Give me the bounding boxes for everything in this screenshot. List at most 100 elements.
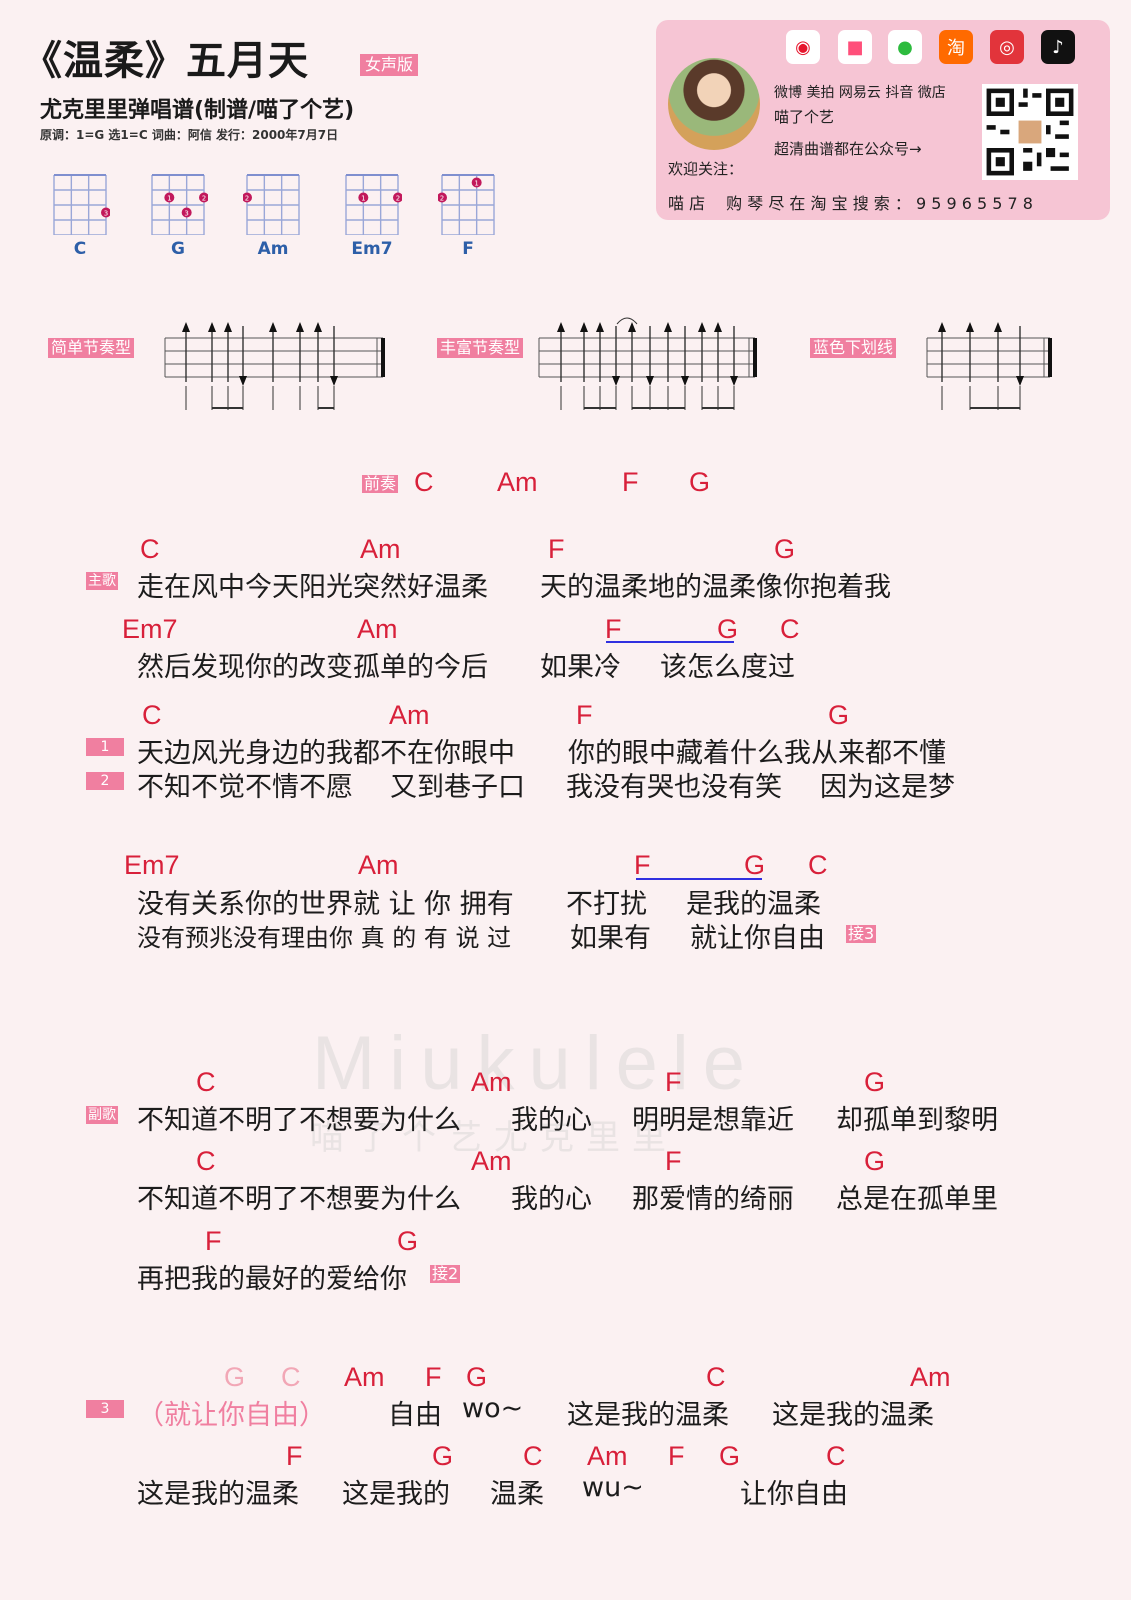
blue-underline xyxy=(636,878,762,880)
lyric-line: 不知道不明了不想要为什么 xyxy=(137,1105,461,1136)
chord-label: G xyxy=(719,1441,741,1471)
chord-label: Am xyxy=(471,1067,512,1097)
lyric-line: 不知不觉不情不愿 xyxy=(137,772,353,803)
lyric-line: 这是我的温柔 xyxy=(772,1400,934,1431)
strum-label-simple: 简单节奏型 xyxy=(48,338,135,358)
lyric-line: 却孤单到黎明 xyxy=(836,1105,998,1136)
chord-label: G xyxy=(864,1067,886,1097)
tiktok-icon[interactable]: ♪ xyxy=(1041,30,1075,64)
promo-follow: 欢迎关注： xyxy=(668,160,744,178)
chord-label: G xyxy=(689,467,711,497)
prelude-tag: 前奏 xyxy=(362,474,399,493)
chord-label: C xyxy=(196,1146,216,1176)
promo-note: 超清曲谱都在公众号→ xyxy=(774,140,922,158)
lyric-line: 这是我的温柔 xyxy=(137,1479,299,1510)
finger-dot: 2 xyxy=(243,192,252,203)
lyric-line: 又到巷子口 xyxy=(390,772,525,803)
chord-label: G xyxy=(224,1362,246,1392)
taobao-icon[interactable]: 淘 xyxy=(939,30,973,64)
promo-platforms: 微博 美拍 网易云 抖音 微店 xyxy=(774,85,946,101)
chord-label: Am xyxy=(497,467,538,497)
part-3-tag: 3 xyxy=(86,1400,124,1418)
song-meta: 原调：1=G 选1=C 词曲：阿信 发行：2000年7月7日 xyxy=(40,128,339,142)
chord-diagram-name: Am xyxy=(257,239,289,259)
chord-label: C xyxy=(780,614,800,644)
chord-label: Am xyxy=(389,700,430,730)
chord-diagram-name: C xyxy=(73,239,87,259)
finger-dot: 2 xyxy=(393,192,402,203)
lyric-line: 让你自由 xyxy=(740,1479,848,1510)
chord-diagram-name: G xyxy=(171,239,185,259)
chord-label: F xyxy=(286,1441,303,1471)
chord-label: F xyxy=(205,1226,222,1256)
lyric-line: 因为这是梦 xyxy=(820,772,955,803)
chord-label: G xyxy=(864,1146,886,1176)
qr-code-image[interactable] xyxy=(982,84,1078,180)
blue-underline xyxy=(606,641,734,643)
lyric-line: 这是我的 xyxy=(342,1479,450,1510)
lyric-line: 没有预兆没有理由你 真 的 有 说 过 xyxy=(137,924,512,952)
lyric-line: 该怎么度过 xyxy=(660,652,795,683)
watermark-sub: 喵了个艺尤克里里 xyxy=(310,1118,678,1158)
finger-dot: 1 xyxy=(358,192,369,203)
svg-text:3: 3 xyxy=(104,210,108,218)
chord-label: Em7 xyxy=(122,614,178,644)
chord-label: Am xyxy=(344,1362,385,1392)
chord-diagram-name: Em7 xyxy=(351,239,393,259)
lyric-line: 我的心 xyxy=(511,1105,592,1136)
chord-label: G xyxy=(774,534,796,564)
svg-text:2: 2 xyxy=(245,195,249,203)
weibo-icon[interactable]: ◉ xyxy=(786,30,820,64)
chord-label: F xyxy=(576,700,593,730)
finger-dot: 2 xyxy=(438,192,447,203)
version-tag: 女声版 xyxy=(360,54,419,76)
svg-text:1: 1 xyxy=(474,180,478,188)
song-title: 《温柔》五月天 xyxy=(22,38,309,84)
chord-label: C xyxy=(706,1362,726,1392)
finger-dot: 1 xyxy=(164,192,175,203)
lyric-line: 如果冷 xyxy=(540,652,621,683)
chord-label: C xyxy=(826,1441,846,1471)
chord-label: Am xyxy=(358,850,399,880)
lyric-line: wo~ xyxy=(462,1393,524,1424)
lyric-line: 如果有 xyxy=(570,923,651,954)
part-1-tag: 1 xyxy=(86,738,124,756)
wechat-icon[interactable]: ● xyxy=(888,30,922,64)
chord-label: F xyxy=(605,614,622,644)
lyric-line: 是我的温柔 xyxy=(686,889,821,920)
chord-label: F xyxy=(425,1362,442,1392)
netease-icon[interactable]: ◎ xyxy=(990,30,1024,64)
strum-label-blue-underline: 蓝色下划线 xyxy=(810,338,897,358)
verse-tag: 主歌 xyxy=(86,572,118,590)
lyric-line: 这是我的温柔 xyxy=(567,1400,729,1431)
strum-label-rich: 丰富节奏型 xyxy=(437,338,524,358)
chord-label: G xyxy=(466,1362,488,1392)
promo-shop: 喵 店 购 琴 尽 在 淘 宝 搜 索 ： 9 5 9 6 5 5 7 8 xyxy=(668,194,1033,213)
chord-label: C xyxy=(808,850,828,880)
lyric-line: 就让你自由 xyxy=(690,923,825,954)
finger-dot: 1 xyxy=(471,177,482,188)
chord-label: G xyxy=(397,1226,419,1256)
chord-label: F xyxy=(668,1441,685,1471)
chord-label: F xyxy=(622,467,639,497)
chord-label: F xyxy=(665,1067,682,1097)
chord-label: Am xyxy=(910,1362,951,1392)
watermark-brand: Miukulele xyxy=(312,1021,760,1106)
lyric-line: 温柔 xyxy=(490,1479,544,1510)
finger-dot: 3 xyxy=(181,207,192,218)
lyric-line: 然后发现你的改变孤单的今后 xyxy=(137,652,488,683)
subtitle: 尤克里里弹唱谱(制谱/喵了个艺) xyxy=(40,98,355,123)
chord-label: G xyxy=(432,1441,454,1471)
chord-label: Am xyxy=(587,1441,628,1471)
chorus-tag: 副歌 xyxy=(86,1106,118,1124)
lyric-line: 你的眼中藏着什么我从来都不懂 xyxy=(568,738,946,769)
svg-text:1: 1 xyxy=(361,195,365,203)
meipai-icon[interactable]: ■ xyxy=(838,30,872,64)
chord-label: G xyxy=(717,614,739,644)
part-2-tag: 2 xyxy=(86,772,124,790)
lyric-line: 没有关系你的世界就 让 你 拥有 xyxy=(137,889,514,920)
chord-label: G xyxy=(744,850,766,880)
